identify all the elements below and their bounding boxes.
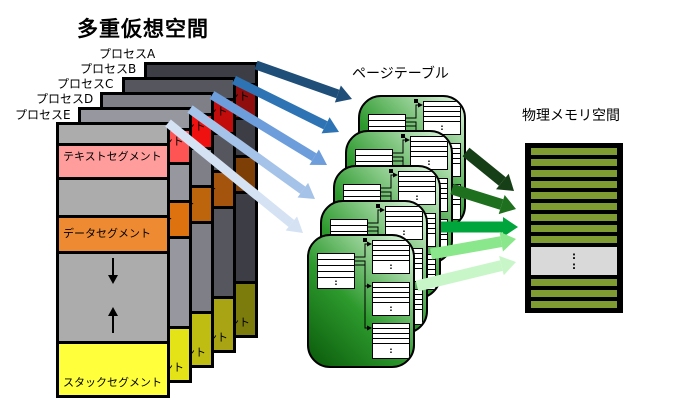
page-table-ellipsis: :: [389, 304, 393, 313]
page-table-row: [318, 272, 354, 278]
memory-page-stripe: [531, 236, 617, 243]
page-table-row: [344, 191, 380, 197]
segment-label: スタックセグメント: [63, 376, 162, 389]
green-flow-arrow: [462, 147, 506, 186]
page-table-row: [424, 107, 460, 112]
page-table-row: [356, 156, 392, 162]
process-label: プロセスD: [36, 92, 94, 106]
page-table-row: [318, 260, 354, 266]
page-table: :: [372, 240, 410, 274]
page-table-row: [424, 112, 460, 117]
memory-page-stripe: [531, 159, 617, 166]
page-table-row: [373, 283, 409, 288]
memory-page-stripe: [531, 148, 617, 155]
physical-memory-box: ::: [525, 143, 623, 313]
page-table-row: [411, 142, 447, 147]
memory-page-stripe: [531, 290, 617, 297]
blue-flow-arrow-head: [321, 117, 339, 134]
memory-ellipsis-band: ::: [531, 247, 617, 275]
page-table-ellipsis: :: [389, 346, 393, 355]
memory-page-stripe: [531, 170, 617, 177]
memory-page-stripe: [531, 301, 617, 308]
page-table-row: [331, 226, 367, 232]
page-table: :: [423, 101, 461, 135]
blue-flow-arrow-head: [309, 149, 327, 165]
segment-label: テキストセグメント: [63, 150, 162, 163]
memory-page-stripe: [531, 214, 617, 221]
physical-memory-label: 物理メモリ空間: [522, 108, 620, 124]
page-table-card: ::::: [307, 234, 415, 368]
page-table: :: [317, 253, 355, 289]
page-table-row: [331, 220, 367, 226]
page-table-row: [411, 147, 447, 152]
page-table-row: [399, 187, 435, 192]
segment-band: テキストセグメント: [59, 146, 167, 177]
page-table: :: [372, 323, 410, 359]
page-table-label: ページテーブル: [352, 66, 449, 82]
page-table-row: [424, 102, 460, 107]
page-table-row: [411, 152, 447, 157]
page-table-ellipsis: :: [427, 158, 431, 167]
page-table-row: [318, 254, 354, 260]
heap-grow-down-icon: [107, 257, 119, 289]
process-box: テキストセグメントデータセグメントスタックセグメント: [56, 122, 170, 398]
page-table-row: [373, 324, 409, 329]
memory-ellipsis: :: [572, 260, 576, 272]
green-flow-arrow-head: [503, 217, 518, 237]
page-table-row: [386, 222, 422, 227]
memory-ellipsis: :: [572, 250, 576, 262]
process-label: プロセスC: [57, 77, 114, 91]
page-table-ellipsis: :: [440, 123, 444, 132]
page-table-ellipsis: :: [415, 193, 419, 202]
page-table-row: [373, 298, 409, 303]
page-table: :: [372, 282, 410, 316]
page-table-row: [369, 115, 405, 121]
page-table-ellipsis: :: [402, 228, 406, 237]
page-table-row: [373, 329, 409, 334]
page-table-row: [369, 121, 405, 127]
segment-band: データセグメント: [59, 218, 167, 251]
memory-page-stripe: [531, 192, 617, 199]
green-flow-arrow-head: [498, 194, 516, 215]
green-flow-arrow-head: [496, 173, 514, 191]
page-table-row: [373, 293, 409, 298]
page-table-row: [356, 150, 392, 156]
blue-flow-arrow-head: [334, 85, 352, 103]
segment-band: [59, 125, 167, 143]
page-table-row: [373, 339, 409, 344]
process-label: プロセスB: [80, 62, 137, 76]
stack-grow-up-icon: [107, 306, 119, 338]
memory-page-stripe: [531, 181, 617, 188]
segment-band: [59, 254, 167, 341]
segment-label: データセグメント: [63, 227, 151, 240]
page-table-row: [318, 266, 354, 272]
memory-page-stripe: [531, 225, 617, 232]
page-table-row: [373, 288, 409, 293]
memory-page-stripe: [531, 203, 617, 210]
page-table-row: [424, 117, 460, 122]
process-label: プロセスE: [15, 108, 71, 122]
page-table-ellipsis: :: [389, 262, 393, 271]
page-table-row: [373, 256, 409, 261]
page-table-row: [411, 137, 447, 142]
page-table-row: [344, 185, 380, 191]
page-table-ellipsis: :: [334, 278, 338, 287]
process-label: プロセスA: [99, 47, 156, 61]
memory-page-stripe: [531, 279, 617, 286]
green-flow-arrow-head: [499, 231, 516, 252]
blue-flow-arrow-head: [297, 182, 315, 199]
blue-flow-arrow-head: [285, 216, 303, 233]
green-flow-arrow-head: [499, 255, 516, 276]
diagram-title: 多重仮想空間: [77, 17, 209, 41]
page-table-row: [373, 334, 409, 339]
segment-band: [59, 180, 167, 215]
segment-band: スタックセグメント: [59, 344, 167, 395]
blue-flow-arrow: [254, 60, 340, 99]
